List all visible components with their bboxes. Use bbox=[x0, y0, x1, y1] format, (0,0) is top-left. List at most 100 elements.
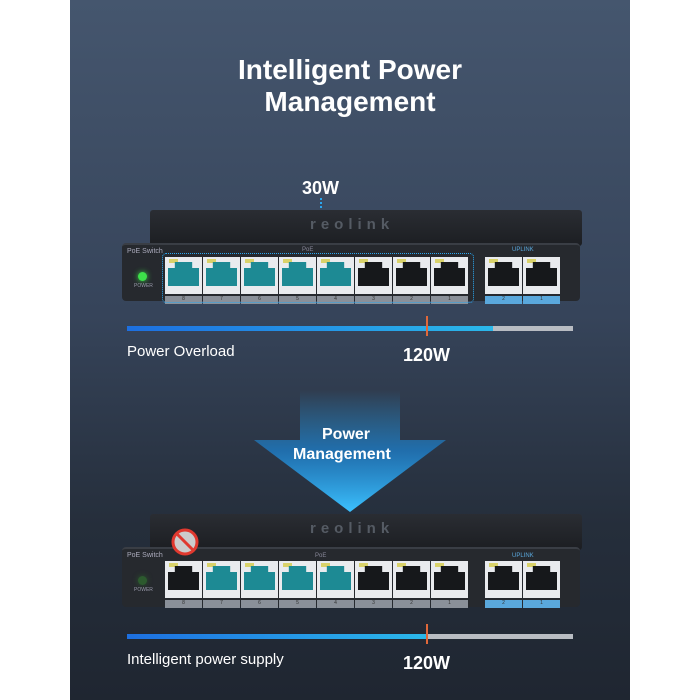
power-bar-overload bbox=[127, 326, 573, 331]
limit-label: 120W bbox=[403, 345, 451, 365]
prohibited-icon bbox=[171, 528, 199, 556]
port-led bbox=[359, 259, 368, 263]
uplink-label: UPLINK bbox=[512, 247, 534, 253]
ethernet-port: 3 bbox=[355, 561, 392, 608]
arrow-label-line2: Management bbox=[293, 446, 391, 463]
port-led bbox=[283, 259, 292, 263]
ethernet-port: 8 bbox=[165, 257, 202, 304]
brand-logo: reolink bbox=[310, 520, 395, 537]
port-number: 7 bbox=[203, 296, 240, 304]
overload-caption: Power Overload bbox=[127, 343, 235, 360]
managed-caption: Intelligent power supply bbox=[127, 651, 284, 668]
ethernet-port: 1 bbox=[523, 561, 560, 608]
port-led bbox=[283, 563, 292, 567]
ethernet-port: 2 bbox=[485, 561, 522, 608]
switch-lid: reolink bbox=[150, 514, 582, 550]
limit-marker bbox=[425, 316, 428, 336]
ethernet-port: 5 bbox=[279, 257, 316, 304]
port-led bbox=[527, 259, 536, 263]
rj45-jack bbox=[282, 566, 313, 590]
down-arrow-icon bbox=[254, 390, 446, 512]
ethernet-port: 6 bbox=[241, 257, 278, 304]
port-led bbox=[435, 259, 444, 263]
rj45-jack bbox=[206, 566, 237, 590]
arrow-label-line1: Power bbox=[322, 426, 371, 443]
port-number: 2 bbox=[485, 600, 522, 608]
port-number: 7 bbox=[203, 600, 240, 608]
rj45-jack bbox=[244, 566, 275, 590]
limit-label: 120W bbox=[403, 653, 451, 673]
model-label: PoE Switch bbox=[127, 248, 163, 255]
power-bar-fill bbox=[127, 634, 426, 639]
ethernet-port: 6 bbox=[241, 561, 278, 608]
power-bar-fill bbox=[127, 326, 493, 331]
power-led bbox=[138, 576, 147, 585]
port-number: 4 bbox=[317, 600, 354, 608]
rj45-jack bbox=[488, 566, 519, 590]
port-led bbox=[245, 563, 254, 567]
port-led bbox=[359, 563, 368, 567]
ethernet-port: 3 bbox=[355, 257, 392, 304]
port-led bbox=[207, 259, 216, 263]
ethernet-port: 1 bbox=[431, 257, 468, 304]
port-number: 2 bbox=[393, 296, 430, 304]
ethernet-port: 2 bbox=[393, 257, 430, 304]
ethernet-port: 1 bbox=[523, 257, 560, 304]
rj45-jack bbox=[320, 566, 351, 590]
port-led bbox=[245, 259, 254, 263]
port-led bbox=[397, 259, 406, 263]
rj45-jack bbox=[168, 566, 199, 590]
ethernet-port: 7 bbox=[203, 561, 240, 608]
port-led bbox=[435, 563, 444, 567]
ethernet-port: 8 bbox=[165, 561, 202, 608]
port-number: 1 bbox=[431, 296, 468, 304]
rj45-jack bbox=[396, 566, 427, 590]
ethernet-port: 4 bbox=[317, 561, 354, 608]
port-number: 1 bbox=[431, 600, 468, 608]
uplink-label: UPLINK bbox=[512, 553, 534, 559]
ethernet-port: 7 bbox=[203, 257, 240, 304]
headline-line2: Management bbox=[264, 86, 436, 117]
port-led bbox=[397, 563, 406, 567]
port-led bbox=[527, 563, 536, 567]
headline-line1: Intelligent Power bbox=[237, 54, 463, 85]
poe-label: PoE bbox=[302, 247, 314, 253]
port-led bbox=[207, 563, 216, 567]
ethernet-port: 2 bbox=[485, 257, 522, 304]
switch-lid: reolink bbox=[150, 210, 582, 246]
port-led bbox=[169, 563, 178, 567]
port-number: 8 bbox=[165, 296, 202, 304]
port-number: 5 bbox=[279, 600, 316, 608]
rj45-jack bbox=[488, 262, 519, 286]
port-number: 2 bbox=[485, 296, 522, 304]
port-number: 3 bbox=[355, 296, 392, 304]
power-led bbox=[138, 272, 147, 281]
port-led bbox=[321, 259, 330, 263]
limit-marker bbox=[425, 624, 428, 644]
port-led bbox=[489, 259, 498, 263]
power-bar-managed bbox=[127, 634, 573, 639]
ethernet-port: 1 bbox=[431, 561, 468, 608]
model-label: PoE Switch bbox=[127, 552, 163, 559]
rj45-jack bbox=[526, 262, 557, 286]
ethernet-port: 2 bbox=[393, 561, 430, 608]
port-number: 1 bbox=[523, 296, 560, 304]
power-label: POWER bbox=[134, 283, 153, 289]
ethernet-port: 5 bbox=[279, 561, 316, 608]
rj45-jack bbox=[358, 566, 389, 590]
port-number: 8 bbox=[165, 600, 202, 608]
port-number: 6 bbox=[241, 600, 278, 608]
port-power-callout: 30W bbox=[302, 178, 340, 198]
brand-logo: reolink bbox=[310, 216, 395, 233]
rj45-jack bbox=[434, 566, 465, 590]
active-ports-outline bbox=[162, 253, 474, 303]
port-number: 6 bbox=[241, 296, 278, 304]
